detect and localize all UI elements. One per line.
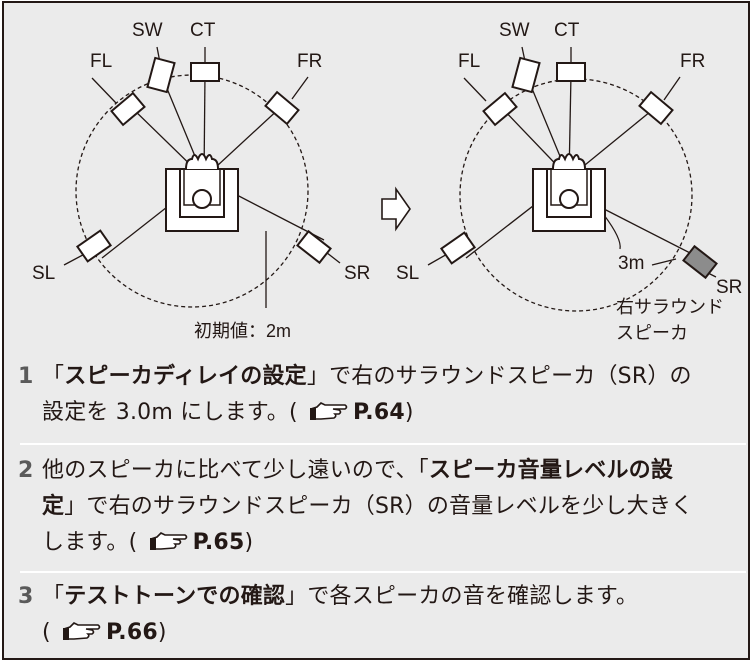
pointing-hand-icon (149, 529, 189, 565)
speaker-sr-moved (682, 244, 718, 280)
speaker-sl (75, 229, 113, 263)
speaker-fr (264, 90, 300, 126)
divider (20, 443, 746, 445)
step-text: します。( (42, 530, 138, 555)
right-arrow-icon (381, 186, 411, 232)
divider (20, 571, 746, 573)
caption-line1: 右サラウンド (616, 297, 724, 317)
label-fr: FR (680, 51, 705, 72)
listener-icon (165, 153, 239, 232)
default-value-label: 初期値：2m (194, 321, 291, 341)
step-3: 3 「テストトーンでの確認」で各スピーカの音を確認します。 ( P.66) (18, 579, 748, 655)
step-text: 定」で右のサラウンドスピーカ（SR）の音量レベルを少し大きく (42, 494, 694, 519)
label-fr: FR (297, 51, 322, 72)
distance-label: 3m (618, 253, 644, 274)
step-text: 「テストトーンでの確認」で各スピーカの音を確認します。 (42, 584, 639, 609)
label-sr: SR (716, 277, 742, 298)
step-text: 「スピーカディレイの設定」で右のサラウンドスピーカ（SR）の (42, 364, 692, 389)
step-2: 2 他のスピーカに比べて少し遠いので、「スピーカ音量レベルの設 定」で右のサラウ… (18, 453, 748, 565)
step-number: 3 (18, 584, 34, 609)
step-1: 1 「スピーカディレイの設定」で右のサラウンドスピーカ（SR）の 設定を 3.0… (18, 359, 748, 435)
page-reference-link[interactable]: P.65 (192, 530, 245, 555)
speaker-sr (296, 229, 332, 265)
speaker-sl (439, 231, 477, 265)
pointing-hand-icon (309, 399, 349, 435)
label-ct: CT (190, 20, 216, 41)
step-text: ( (42, 620, 51, 645)
step-text: 他のスピーカに比べて少し遠いので、「スピーカ音量レベルの設 (42, 458, 674, 483)
speaker-fl (110, 91, 146, 127)
label-sl: SL (32, 263, 55, 284)
label-sw: SW (132, 20, 163, 41)
page-reference-link[interactable]: P.64 (353, 400, 405, 425)
pointing-hand-icon (62, 619, 102, 655)
label-sl: SL (396, 263, 419, 284)
caption-line2: スピーカ (616, 323, 688, 343)
speaker-sw (511, 56, 541, 94)
page-reference-link[interactable]: P.66 (106, 620, 158, 645)
speaker-fr (638, 90, 674, 126)
before-layout: FL SW CT FR SL SR 初期値：2m (32, 20, 370, 341)
speaker-ct (556, 62, 586, 82)
label-ct: CT (554, 20, 580, 41)
step-number: 1 (18, 364, 34, 389)
listener-icon (532, 153, 606, 232)
step-text: 設定を 3.0m にします。( (42, 400, 298, 425)
speaker-fl (482, 91, 518, 127)
label-sr: SR (344, 263, 370, 284)
speaker-sw (146, 56, 176, 94)
after-layout: FL SW CT FR SL SR 3m 右サラウンド スピーカ (396, 20, 742, 343)
label-sw: SW (499, 20, 530, 41)
label-fl: FL (458, 51, 480, 72)
step-number: 2 (18, 458, 34, 483)
label-fl: FL (90, 51, 112, 72)
speaker-ct (190, 62, 220, 82)
speaker-setup-diagram: FL SW CT FR SL SR 初期値：2m (32, 20, 742, 343)
